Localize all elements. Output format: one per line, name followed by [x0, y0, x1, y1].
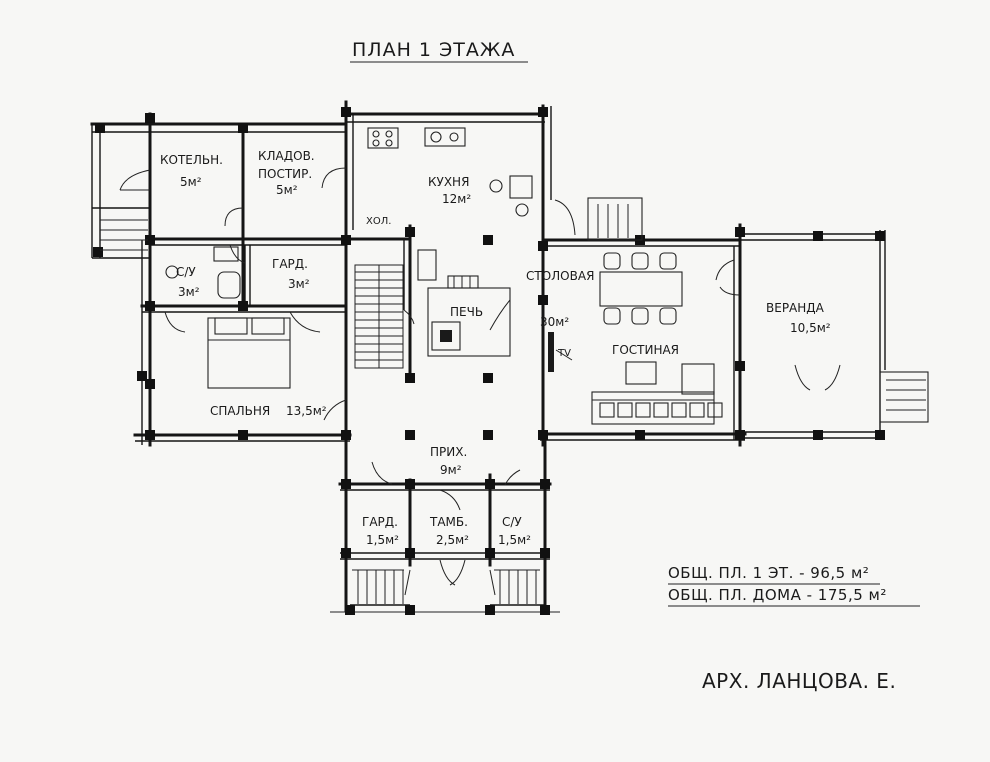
pantry-name: КЛАДОВ. — [258, 149, 315, 163]
author-signature: АРХ. ЛАНЦОВА. Е. — [702, 669, 896, 693]
pantry-name2: ПОСТИР. — [258, 167, 312, 181]
total-house: ОБЩ. ПЛ. ДОМА - 175,5 м² — [668, 586, 887, 604]
veranda-area: 10,5м² — [790, 321, 831, 335]
hall-small-name: ХОЛ. — [366, 216, 391, 227]
veranda-name: ВЕРАНДА — [766, 301, 825, 315]
wardrobe2-area: 1,5м² — [366, 533, 399, 547]
wardrobe1-name: ГАРД. — [272, 257, 308, 271]
outer-walls — [90, 104, 886, 447]
living-area: 30м² — [540, 315, 569, 329]
plan-title: ПЛАН 1 ЭТАЖА — [352, 39, 515, 61]
bedroom-name: СПАЛЬНЯ — [210, 404, 270, 418]
room-labels: КОТЕЛЬН. 5м² КЛАДОВ. ПОСТИР. 5м² КУХНЯ 1… — [160, 149, 831, 547]
hallway-area: 9м² — [440, 463, 462, 477]
wc2-name: С/У — [502, 515, 522, 529]
kitchen-name: КУХНЯ — [428, 175, 469, 189]
posts — [93, 107, 885, 615]
wc1-name: С/У — [176, 265, 196, 279]
entrance-steps — [352, 569, 540, 604]
furniture — [100, 127, 929, 425]
wardrobe2-name: ГАРД. — [362, 515, 398, 529]
tv-label: TV — [557, 348, 571, 359]
pantry-area: 5м² — [276, 183, 298, 197]
boiler-area: 5м² — [180, 175, 202, 189]
entrance-walls — [330, 438, 560, 613]
total-floor1: ОБЩ. ПЛ. 1 ЭТ. - 96,5 м² — [668, 564, 869, 582]
living-name: ГОСТИНАЯ — [612, 343, 679, 357]
dining-name: СТОЛОВАЯ — [526, 269, 594, 283]
hallway-name: ПРИХ. — [430, 445, 467, 459]
stove-name: ПЕЧЬ — [450, 305, 483, 319]
bedroom-area: 13,5м² — [286, 404, 327, 418]
wardrobe1-area: 3м² — [288, 277, 310, 291]
wc2-area: 1,5м² — [498, 533, 531, 547]
kitchen-area: 12м² — [442, 192, 471, 206]
wc1-area: 3м² — [178, 285, 200, 299]
vestibule-name: ТАМБ. — [429, 515, 468, 529]
stair — [355, 265, 403, 368]
doors — [119, 167, 841, 596]
boiler-name: КОТЕЛЬН. — [160, 153, 223, 167]
vestibule-area: 2,5м² — [436, 533, 469, 547]
